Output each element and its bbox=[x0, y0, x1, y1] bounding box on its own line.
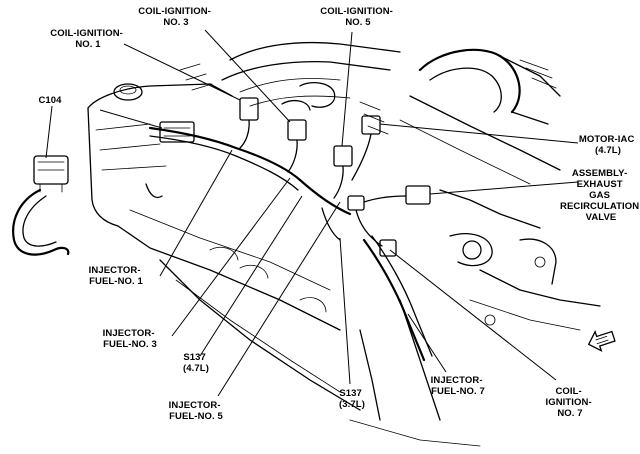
coil-no3-connector-icon bbox=[287, 119, 307, 141]
wiring-harness bbox=[12, 97, 433, 362]
leader-lines bbox=[45, 29, 579, 397]
label-injector-no3: INJECTOR- FUEL-NO. 3 bbox=[103, 328, 158, 350]
label-injector-no1: INJECTOR- FUEL-NO. 1 bbox=[89, 265, 144, 287]
motor-iac-connector-icon bbox=[361, 115, 381, 135]
arrow-icon bbox=[587, 330, 616, 353]
label-motor-iac: MOTOR-IAC (4.7L) bbox=[579, 134, 637, 156]
label-coil-no5: COIL-IGNITION- NO. 5 bbox=[320, 6, 395, 28]
label-coil-no7: COIL- IGNITION- NO. 7 bbox=[545, 386, 594, 419]
label-coil-no3: COIL-IGNITION- NO. 3 bbox=[138, 6, 213, 28]
c104-connector-icon bbox=[33, 155, 69, 185]
coil-no7-connector-icon bbox=[379, 239, 397, 257]
callout-labels: COIL-IGNITION- NO. 1 COIL-IGNITION- NO. … bbox=[38, 6, 640, 422]
label-injector-no7: INJECTOR- FUEL-NO. 7 bbox=[431, 375, 486, 397]
coil-no5-connector-icon bbox=[333, 145, 353, 167]
s137-splice-icon bbox=[347, 195, 365, 211]
label-s137-37: S137 (3.7L) bbox=[339, 388, 365, 410]
label-egr-valve: ASSEMBLY- EXHAUST GAS RECIRCULATION VALV… bbox=[560, 168, 640, 223]
coil-no1-connector-icon bbox=[239, 97, 259, 121]
egr-connector-icon bbox=[405, 185, 431, 205]
label-s137-47: S137 (4.7L) bbox=[183, 352, 209, 374]
engine-illustration bbox=[87, 41, 601, 447]
c104-mating-connector-icon bbox=[159, 121, 195, 143]
label-c104: C104 bbox=[38, 95, 62, 106]
label-coil-no1: COIL-IGNITION- NO. 1 bbox=[50, 28, 125, 50]
label-injector-no5: INJECTOR- FUEL-NO. 5 bbox=[169, 400, 224, 422]
